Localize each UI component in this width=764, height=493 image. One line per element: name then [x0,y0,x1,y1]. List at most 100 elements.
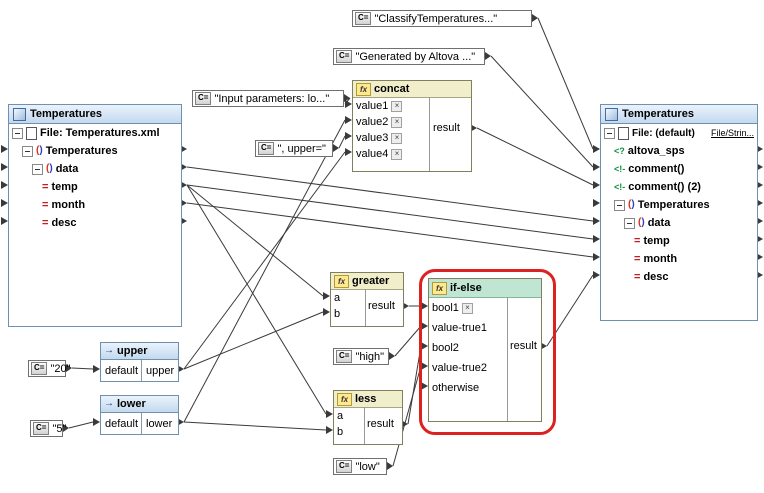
connector[interactable] [1,181,8,189]
function-less[interactable]: fx less a b result [333,390,403,445]
target-component-header[interactable]: Temperatures [601,105,757,124]
connector[interactable] [345,116,352,124]
delete-input-icon[interactable] [391,148,403,160]
function-header[interactable]: fx less [334,391,402,408]
tree-row-altova-sps[interactable]: altova_sps [601,142,757,160]
delete-input-icon[interactable] [391,100,403,112]
input-row-b[interactable]: b [334,424,402,440]
function-header[interactable]: fx if-else [429,279,541,298]
target-component[interactable]: Temperatures File: (default) File/Strin.… [600,104,758,321]
tree-row-data[interactable]: data [601,214,757,232]
function-concat[interactable]: fx concat value1 value2 value3 value4 re… [352,80,472,172]
connector[interactable] [593,271,600,279]
constant-upper-separator[interactable]: C= ", upper=" [255,140,333,157]
connector[interactable] [1,145,8,153]
constant-classify-temperatures[interactable]: C= "ClassifyTemperatures..." [352,10,532,27]
function-header[interactable]: fx concat [353,81,471,98]
input-row-bool1[interactable]: bool1 [429,298,541,318]
connector[interactable] [326,426,333,434]
tree-row-month[interactable]: month [601,250,757,268]
tree-row-data[interactable]: data [9,160,181,178]
connector[interactable] [389,352,395,360]
collapse-icon[interactable] [22,145,33,157]
source-component-header[interactable]: Temperatures [9,105,181,124]
constant-input-parameters[interactable]: C= "Input parameters: lo..." [192,90,344,107]
input-component-upper[interactable]: upper default upper [100,342,179,382]
connector[interactable] [323,308,330,316]
tree-row-file[interactable]: File: (default) File/Strin... [601,124,757,142]
connector[interactable] [593,253,600,261]
connector[interactable] [593,145,600,153]
tree-row-month[interactable]: month [9,196,181,214]
input-row-value-true2[interactable]: value-true2 [429,358,541,378]
connector[interactable] [593,217,600,225]
connector[interactable] [345,100,352,108]
input-row-a[interactable]: a [334,408,402,424]
input-row-a[interactable]: a [331,290,403,306]
tree-row-comment-2[interactable]: comment() (2) [601,178,757,196]
value-cell[interactable]: upper [146,364,175,377]
tree-row-desc[interactable]: desc [9,214,181,232]
connector[interactable] [326,410,333,418]
tree-row-temp[interactable]: temp [9,178,181,196]
constant-20[interactable]: C= "20" [28,360,71,377]
connector[interactable] [345,148,352,156]
connector[interactable] [63,424,69,432]
collapse-icon[interactable] [604,127,615,139]
input-row-bool2[interactable]: bool2 [429,338,541,358]
input-row-value1[interactable]: value1 [353,98,471,114]
constant-low[interactable]: C= "low" [333,458,387,475]
tree-row-temp[interactable]: temp [601,232,757,250]
connector[interactable] [93,365,100,373]
tree-row-file[interactable]: File: Temperatures.xml [9,124,181,142]
connector[interactable] [323,292,330,300]
input-row-value2[interactable]: value2 [353,114,471,130]
default-cell[interactable]: default [101,413,142,434]
constant-high[interactable]: C= "high" [333,348,389,365]
connector[interactable] [1,199,8,207]
connector[interactable] [93,418,100,426]
input-row-value4[interactable]: value4 [353,146,471,162]
collapse-icon[interactable] [12,127,23,139]
tree-row-temperatures[interactable]: Temperatures [9,142,181,160]
value-cell[interactable]: lower [146,417,173,430]
input-row-value-true1[interactable]: value-true1 [429,318,541,338]
tree-row-comment[interactable]: comment() [601,160,757,178]
input-component-header[interactable]: lower [101,396,178,413]
connector[interactable] [593,235,600,243]
connector[interactable] [66,364,72,372]
function-header[interactable]: fx greater [331,273,403,290]
connector[interactable] [532,14,538,22]
delete-input-icon[interactable] [391,132,403,144]
input-row-otherwise[interactable]: otherwise [429,378,541,398]
constant-generated-by-altova[interactable]: C= "Generated by Altova ..." [333,48,485,65]
connector[interactable] [421,342,428,350]
function-if-else[interactable]: fx if-else bool1 value-true1 bool2 value… [428,278,542,422]
delete-input-icon[interactable] [461,302,473,314]
tree-row-temperatures[interactable]: Temperatures [601,196,757,214]
connector[interactable] [421,382,428,390]
input-row-value3[interactable]: value3 [353,130,471,146]
source-component[interactable]: Temperatures File: Temperatures.xml Temp… [8,104,182,327]
connector[interactable] [593,163,600,171]
connector[interactable] [485,52,491,60]
function-greater[interactable]: fx greater a b result [330,272,404,327]
connector[interactable] [344,94,350,102]
connector[interactable] [593,181,600,189]
delete-input-icon[interactable] [391,116,403,128]
connector[interactable] [593,199,600,207]
connector[interactable] [345,132,352,140]
connector[interactable] [421,322,428,330]
input-component-lower[interactable]: lower default lower [100,395,179,435]
collapse-icon[interactable] [32,163,43,175]
connector[interactable] [421,362,428,370]
connector[interactable] [421,302,428,310]
connector[interactable] [333,144,339,152]
connector[interactable] [1,163,8,171]
default-cell[interactable]: default [101,360,142,381]
connector[interactable] [387,462,393,470]
collapse-icon[interactable] [624,217,635,229]
connector[interactable] [1,217,8,225]
input-row-b[interactable]: b [331,306,403,322]
collapse-icon[interactable] [614,199,625,211]
